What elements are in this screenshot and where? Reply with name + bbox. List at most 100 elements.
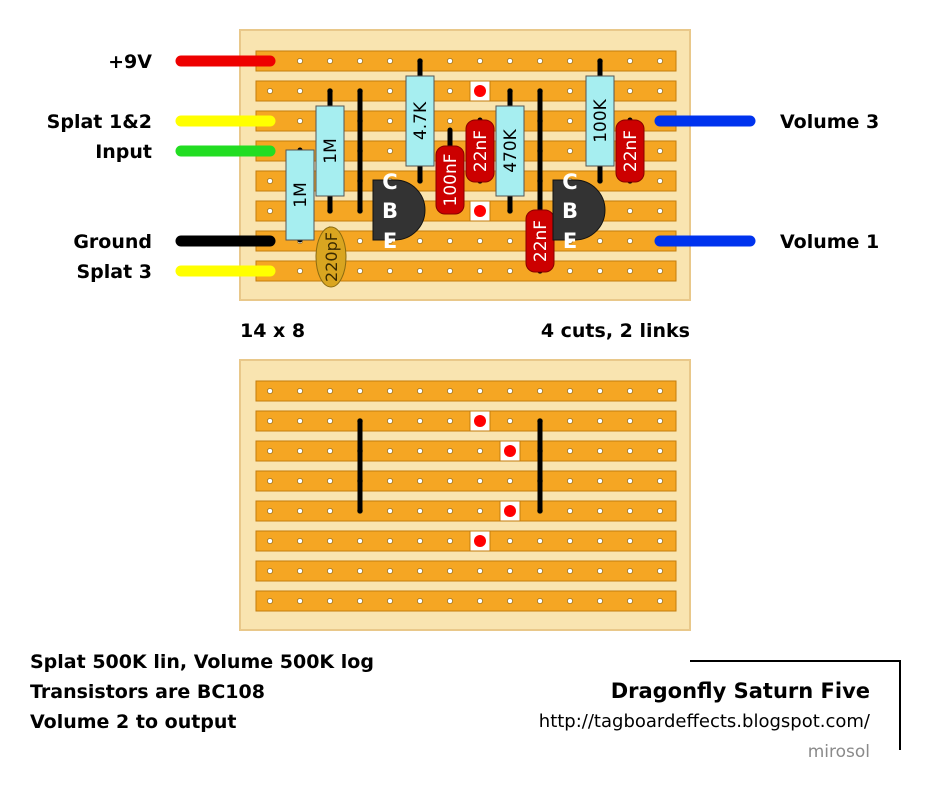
strip-hole [657,178,663,184]
strip-hole [567,478,573,484]
strip-hole [297,418,303,424]
transistor-q2-collector: C [562,170,577,194]
wire-labels: +9V Splat 1&2 Input Ground Splat 3 Volum… [47,51,880,283]
strip-hole [567,58,573,64]
capacitor-c4: 22nF [525,209,555,273]
strip-hole [597,418,603,424]
strip-hole [567,388,573,394]
strip-hole [387,508,393,514]
strip-hole [657,388,663,394]
label-ground: Ground [73,231,152,253]
strip-hole [417,238,423,244]
notes: Splat 500K lin, Volume 500K log Transist… [30,651,374,733]
strip-hole [597,598,603,604]
note-line1: Splat 500K lin, Volume 500K log [30,651,374,673]
track-cut-mark [474,85,486,97]
strip-hole [657,478,663,484]
strip-hole [447,238,453,244]
strip-hole [627,418,633,424]
strip-hole [567,148,573,154]
strip-hole [267,388,273,394]
strip-hole [267,478,273,484]
strip-hole [387,268,393,274]
strip-hole [447,418,453,424]
strip-hole [597,268,603,274]
strip-hole [387,88,393,94]
transistor-q1: C B E [372,170,426,253]
credits-author: mirosol [808,742,870,762]
strip-hole [417,478,423,484]
resistor-r3: 4.7K [405,75,435,167]
strip-hole [387,478,393,484]
track-cut-mark [474,415,486,427]
strip-hole [567,88,573,94]
strip-hole [537,598,543,604]
strip-hole [507,388,513,394]
copper-strip [255,560,677,582]
strip-hole [627,568,633,574]
strip-hole [417,418,423,424]
copper-strip [255,500,677,522]
strip-hole [627,448,633,454]
strip-hole [627,538,633,544]
resistor-r4: 470K [495,105,525,197]
strip-hole [657,418,663,424]
strip-hole [267,88,273,94]
strip-hole [327,598,333,604]
strip-hole [597,538,603,544]
strip-hole [357,388,363,394]
track-cut-mark [504,445,516,457]
strip-hole [447,58,453,64]
strip-hole [507,58,513,64]
strip-hole [297,58,303,64]
strip-hole [267,538,273,544]
strip-hole [627,238,633,244]
strip-hole [477,478,483,484]
strip-hole [357,598,363,604]
strip-hole [567,448,573,454]
strip-hole [477,448,483,454]
capacitor-c2: 100nF [435,145,465,215]
board-size: 14 x 8 [240,320,305,342]
strip-hole [357,268,363,274]
strip-hole [567,118,573,124]
strip-hole [447,568,453,574]
strip-hole [657,58,663,64]
strip-hole [297,88,303,94]
strip-hole [297,118,303,124]
strip-hole [597,448,603,454]
copper-strip [255,440,677,462]
strip-hole [567,418,573,424]
strip-hole [387,538,393,544]
strip-hole [657,568,663,574]
strip-hole [657,508,663,514]
strip-hole [657,598,663,604]
strip-hole [477,268,483,274]
transistor-q1-collector: C [382,170,397,194]
strip-hole [357,568,363,574]
strip-hole [357,238,363,244]
strip-hole [417,568,423,574]
strip-hole [297,538,303,544]
note-line3: Volume 2 to output [30,711,237,733]
bottom-board [239,359,691,631]
strip-hole [567,268,573,274]
strip-hole [477,568,483,574]
strip-hole [627,58,633,64]
capacitor-c1-ceramic: 220pF [315,226,347,288]
strip-hole [537,388,543,394]
strip-hole [297,388,303,394]
strip-hole [387,448,393,454]
strip-hole [327,538,333,544]
strip-hole [387,598,393,604]
track-cut-mark [474,535,486,547]
strip-hole [657,88,663,94]
strip-hole [267,178,273,184]
strip-hole [327,508,333,514]
strip-hole [627,598,633,604]
strip-hole [627,388,633,394]
strip-hole [507,598,513,604]
strip-hole [357,538,363,544]
strip-hole [327,448,333,454]
